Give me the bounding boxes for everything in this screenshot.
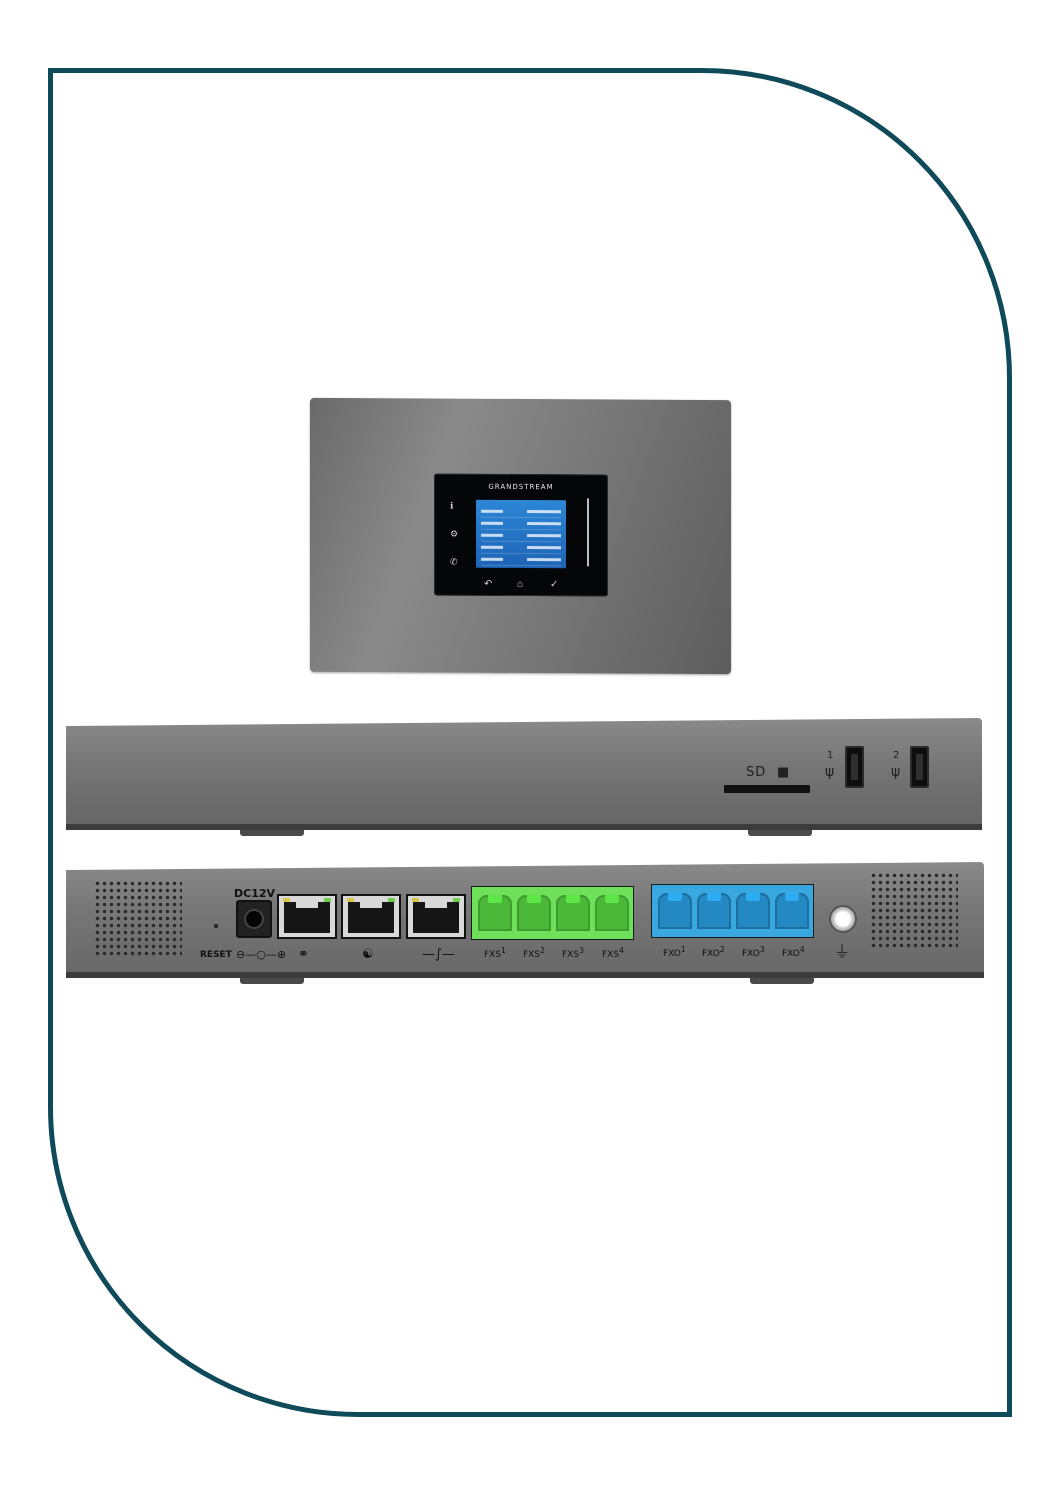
phone-icon: ✆ [450, 556, 458, 567]
device-foot [748, 830, 812, 836]
usb-port-number: 2 [893, 750, 900, 761]
globe-network-icon: ⚭ [298, 947, 309, 962]
fxo-port-2[interactable] [697, 893, 731, 929]
gear-icon: ⚙ [450, 528, 459, 539]
fxs-port-2[interactable] [517, 895, 551, 931]
link-led [347, 898, 354, 902]
fxo-label-1: FXO1 [663, 945, 686, 959]
fxs-port-block [471, 886, 634, 940]
fxo-port-block [651, 884, 814, 938]
device-foot [240, 978, 304, 984]
polarity-icon: ⊖—○—⊕ [236, 948, 287, 961]
dc-power-jack[interactable] [236, 900, 272, 938]
usb-port-2[interactable] [910, 746, 929, 788]
lcd-row [481, 517, 561, 531]
fxs-port-3[interactable] [556, 895, 590, 931]
back-icon: ↶ [484, 578, 493, 590]
fxo-label-4: FXO4 [782, 945, 805, 959]
activity-led [324, 898, 331, 902]
lcd-screen [476, 499, 566, 569]
link-led [412, 898, 419, 902]
scroll-indicator [587, 498, 589, 567]
ground-screw[interactable] [829, 905, 857, 933]
usb-icon: ψ [891, 764, 901, 780]
usb-port-number: 1 [827, 750, 834, 761]
fxs-label-3: FXS3 [562, 946, 584, 960]
fxo-label-3: FXO3 [742, 945, 765, 959]
device-foot [240, 830, 304, 836]
fxs-label-2: FXS2 [523, 946, 545, 960]
brand-logo: GRANDSTREAM [488, 482, 554, 492]
activity-led [453, 898, 460, 902]
ethernet-port-wan[interactable] [277, 894, 337, 939]
reset-button[interactable] [214, 924, 218, 928]
device-side-view [66, 718, 982, 830]
fxs-port-4[interactable] [595, 895, 629, 931]
lcd-bezel: GRANDSTREAM ℹ ⚙ ✆ ↶ ⌂ ✓ [434, 473, 608, 597]
check-icon: ✓ [550, 579, 559, 591]
usb-port-1[interactable] [845, 746, 864, 788]
lcd-row [481, 529, 561, 543]
fxs-label-4: FXS4 [602, 946, 624, 960]
device-front-view: GRANDSTREAM ℹ ⚙ ✆ ↶ ⌂ ✓ [310, 397, 731, 675]
link-led [283, 898, 290, 902]
vent-grille-left [94, 880, 182, 956]
lock-icon: ■ [777, 765, 791, 780]
activity-led [388, 898, 395, 902]
fxo-port-3[interactable] [736, 893, 770, 929]
lcd-row [481, 541, 561, 555]
vent-grille-right [870, 872, 958, 948]
sd-card-slot[interactable] [724, 785, 810, 793]
ground-icon: ⏚ [834, 942, 851, 961]
fxs-label-1: FXS1 [484, 946, 506, 960]
sd-label: SD [746, 765, 767, 780]
info-icon: ℹ [450, 500, 454, 511]
ethernet-port-heartbeat[interactable] [406, 894, 466, 939]
fxo-label-2: FXO2 [702, 945, 725, 959]
fxo-port-1[interactable] [658, 893, 692, 929]
lcd-row [481, 505, 561, 519]
dc-label: DC12V [234, 887, 276, 900]
heartbeat-icon: —∫— [422, 947, 455, 962]
fxs-port-1[interactable] [478, 895, 512, 931]
reset-label: RESET [200, 950, 232, 960]
device-foot [750, 978, 814, 984]
port-socket [348, 902, 394, 933]
lan-network-icon: ☯ [362, 947, 374, 962]
port-socket [284, 902, 330, 933]
fxo-port-4[interactable] [775, 893, 809, 929]
lcd-row [481, 553, 561, 567]
usb-icon: ψ [825, 764, 835, 780]
home-icon: ⌂ [517, 578, 524, 591]
port-socket [413, 902, 459, 933]
ethernet-port-lan[interactable] [341, 894, 401, 939]
rounded-frame [48, 68, 1012, 1417]
